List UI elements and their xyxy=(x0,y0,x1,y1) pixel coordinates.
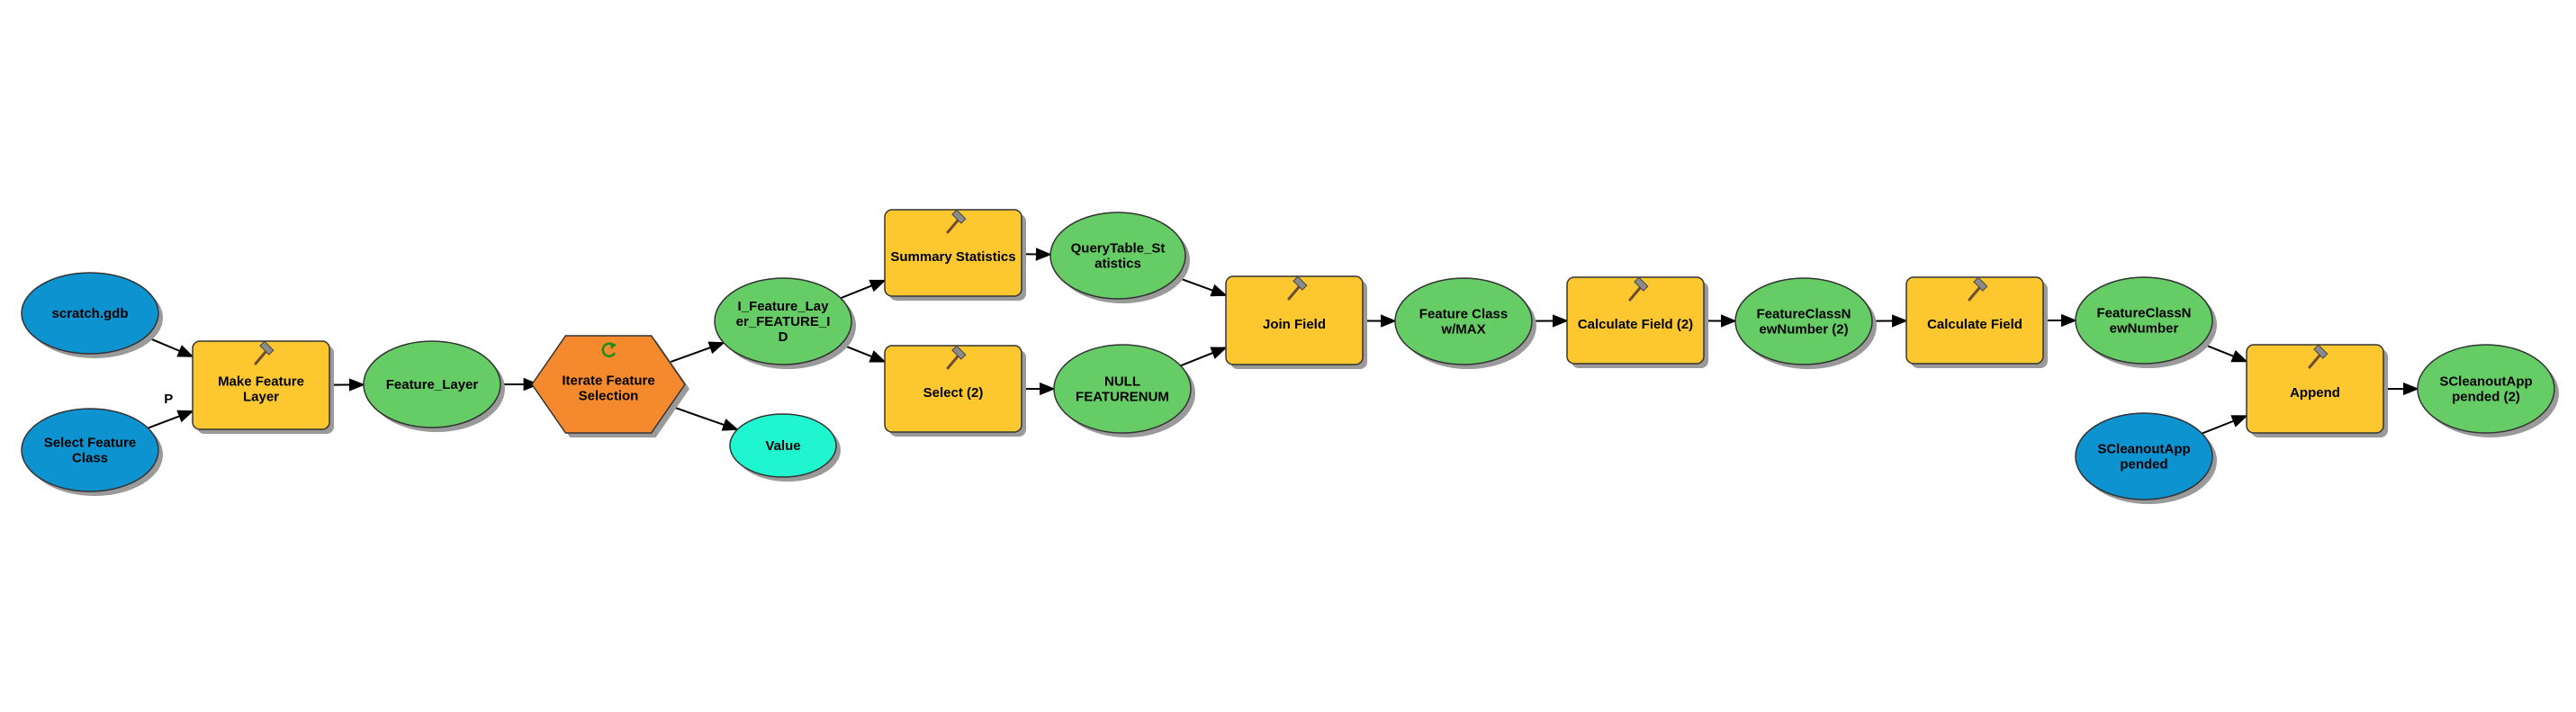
data-ellipse xyxy=(1049,212,1186,300)
node-label: Summary Statistics xyxy=(890,249,1015,265)
node-label: Value xyxy=(765,438,800,454)
node-label: FeatureClassN xyxy=(2096,306,2191,321)
node-label: Calculate Field xyxy=(1927,317,2022,332)
node-label: Iterate Feature xyxy=(562,374,654,389)
tool-node-calculate-field[interactable]: Calculate Field xyxy=(1905,276,2048,368)
node-label: FeatureClassN xyxy=(1756,307,1851,322)
tool-box xyxy=(884,345,1022,433)
node-label: QueryTable_St xyxy=(1071,241,1166,257)
node-label: I_Feature_Lay xyxy=(738,299,830,314)
hammer-icon xyxy=(1628,276,1649,302)
node-label: Make Feature xyxy=(218,374,304,390)
hammer-icon xyxy=(946,209,967,234)
data-ellipse xyxy=(21,272,159,355)
node-label: ewNumber (2) xyxy=(1759,322,1848,338)
node-label: Calculate Field (2) xyxy=(1578,317,1693,332)
node-label: Select (2) xyxy=(923,385,984,401)
derived-data-node-querytable-statistics[interactable]: QueryTable_Statistics xyxy=(1049,212,1190,303)
node-label: ewNumber xyxy=(2110,321,2179,337)
node-label: Append xyxy=(2290,385,2340,401)
node-label: SCleanoutApp xyxy=(2439,374,2532,390)
connector-scratch_gdb-to-make_feature_layer[interactable] xyxy=(145,336,194,357)
tool-box xyxy=(2246,344,2384,434)
input-data-node-select-feature-class[interactable]: Select FeatureClass xyxy=(21,408,163,496)
data-ellipse xyxy=(21,408,159,492)
data-ellipse xyxy=(1053,344,1192,434)
tool-box xyxy=(884,209,1022,297)
edges-layer: P xyxy=(145,248,2419,435)
node-label: pended xyxy=(2120,457,2167,473)
connector-featureclassnewnumber-to-append[interactable] xyxy=(2201,342,2248,363)
tool-node-summary-statistics[interactable]: Summary Statistics xyxy=(884,209,1026,301)
node-label: NULL xyxy=(1104,374,1140,390)
node-label: Select Feature xyxy=(44,436,137,451)
node-label: atistics xyxy=(1094,257,1141,272)
node-label: er_FEATURE_I xyxy=(736,314,831,329)
node-label: Class xyxy=(72,451,108,466)
data-ellipse xyxy=(1734,277,1873,365)
tool-box xyxy=(192,340,330,430)
tool-box xyxy=(1905,276,2044,365)
derived-data-node-feature-layer[interactable]: Feature_Layer xyxy=(363,340,505,432)
node-label: w/MAX xyxy=(1440,322,1485,338)
node-label: FEATURENUM xyxy=(1076,390,1169,405)
connector-iterate_feature_selection-to-i_feature_layer_feature_id[interactable] xyxy=(669,341,725,364)
loop-icon xyxy=(601,342,617,357)
iterator-hexagon xyxy=(531,335,686,434)
hammer-icon xyxy=(2308,344,2328,369)
data-ellipse xyxy=(1394,277,1533,365)
tool-box xyxy=(1225,275,1364,365)
tool-node-select-2[interactable]: Select (2) xyxy=(884,345,1026,437)
connector-scleanoutappended-to-append[interactable] xyxy=(2202,415,2248,435)
data-ellipse xyxy=(2075,412,2213,500)
hammer-icon xyxy=(254,340,275,365)
tool-node-append[interactable]: Append xyxy=(2246,344,2388,437)
connector-summary_statistics-to-querytable_statistics[interactable] xyxy=(1021,248,1052,261)
input-data-node-scratch-gdb[interactable]: scratch.gdb xyxy=(21,272,163,358)
connector-i_feature_layer_feature_id-to-select_2[interactable] xyxy=(840,343,887,363)
data-ellipse xyxy=(363,340,501,428)
connector-iterate_feature_selection-to-value[interactable] xyxy=(670,405,739,431)
derived-data-node-i-feature-layer-feature-id[interactable]: I_Feature_Layer_FEATURE_ID xyxy=(714,277,856,369)
parameter-marker: P xyxy=(164,392,173,407)
node-label: Feature_Layer xyxy=(386,377,479,392)
hammer-icon xyxy=(1968,276,1988,302)
data-ellipse xyxy=(714,277,852,365)
connector-select_feature_class-to-make_feature_layer[interactable] xyxy=(148,410,194,429)
connector-null_featurenum-to-join_field[interactable] xyxy=(1180,347,1228,367)
tool-node-calculate-field-2[interactable]: Calculate Field (2) xyxy=(1566,276,1708,368)
node-label: Selection xyxy=(579,389,639,404)
hammer-icon xyxy=(1287,275,1308,301)
node-label: D xyxy=(779,329,788,345)
node-label: scratch.gdb xyxy=(51,306,128,321)
data-ellipse xyxy=(2075,276,2213,365)
node-label: Join Field xyxy=(1263,317,1326,332)
data-ellipse xyxy=(729,413,837,478)
node-label: Feature Class xyxy=(1419,307,1508,322)
node-label: Layer xyxy=(243,390,279,405)
value-node-value[interactable]: Value xyxy=(729,413,841,482)
hammer-icon xyxy=(946,345,967,370)
node-label: pended (2) xyxy=(2452,390,2520,405)
node-label: SCleanoutApp xyxy=(2097,442,2190,457)
connector-i_feature_layer_feature_id-to-summary_statistics[interactable] xyxy=(840,279,887,300)
data-ellipse xyxy=(2417,344,2555,434)
connector-querytable_statistics-to-join_field[interactable] xyxy=(1175,275,1228,297)
tool-node-join-field[interactable]: Join Field xyxy=(1225,275,1367,369)
tool-box xyxy=(1566,276,1705,365)
